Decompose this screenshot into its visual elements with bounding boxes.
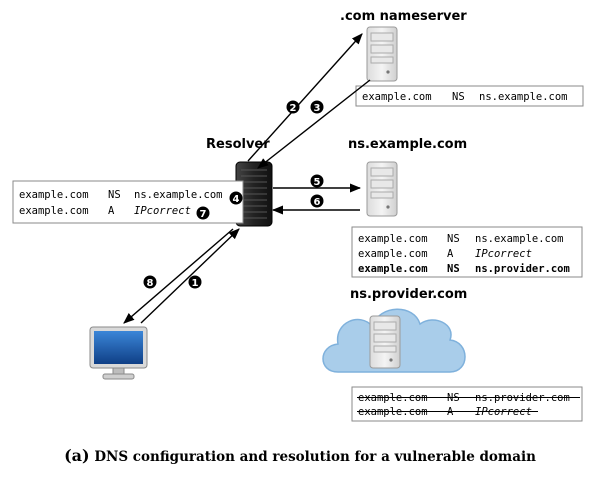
com-ns-record-box xyxy=(355,85,584,107)
ns-example-record-box xyxy=(351,226,583,278)
arrow-step-3 xyxy=(257,79,371,169)
figure-caption: (a) DNS configuration and resolution for… xyxy=(0,446,600,465)
svg-text:7: 7 xyxy=(200,209,207,220)
step-marker: 6 xyxy=(310,194,324,208)
ns-provider-server-icon xyxy=(369,315,401,369)
svg-text:6: 6 xyxy=(314,197,321,208)
resolver-cache-box xyxy=(12,180,244,224)
com-nameserver-server-icon xyxy=(366,26,398,82)
com-nameserver-label: .com nameserver xyxy=(340,9,467,24)
client-monitor-icon xyxy=(89,326,148,380)
step-marker: 2 xyxy=(286,100,300,114)
step-marker: 8 xyxy=(143,275,157,289)
ns-example-server-icon xyxy=(366,161,398,217)
step-marker: 3 xyxy=(310,100,324,114)
caption-tag: (a) xyxy=(64,446,90,465)
step-marker: 4 xyxy=(229,191,243,205)
svg-text:2: 2 xyxy=(290,103,297,114)
arrow-step-1 xyxy=(140,228,240,324)
svg-text:1: 1 xyxy=(192,278,199,289)
svg-text:3: 3 xyxy=(314,103,321,114)
step-marker: 5 xyxy=(310,174,324,188)
arrow-step-8 xyxy=(123,228,234,324)
ns-example-label: ns.example.com xyxy=(348,137,467,152)
ns-provider-label: ns.provider.com xyxy=(350,287,467,302)
step-marker: 1 xyxy=(188,275,202,289)
caption-text: DNS configuration and resolution for a v… xyxy=(94,449,536,465)
svg-text:4: 4 xyxy=(233,194,240,205)
step-marker: 7 xyxy=(196,206,210,220)
svg-text:8: 8 xyxy=(147,278,154,289)
resolver-label: Resolver xyxy=(206,137,270,152)
ns-provider-record-box xyxy=(351,386,583,422)
arrow-step-2 xyxy=(247,33,363,162)
svg-text:5: 5 xyxy=(314,177,321,188)
